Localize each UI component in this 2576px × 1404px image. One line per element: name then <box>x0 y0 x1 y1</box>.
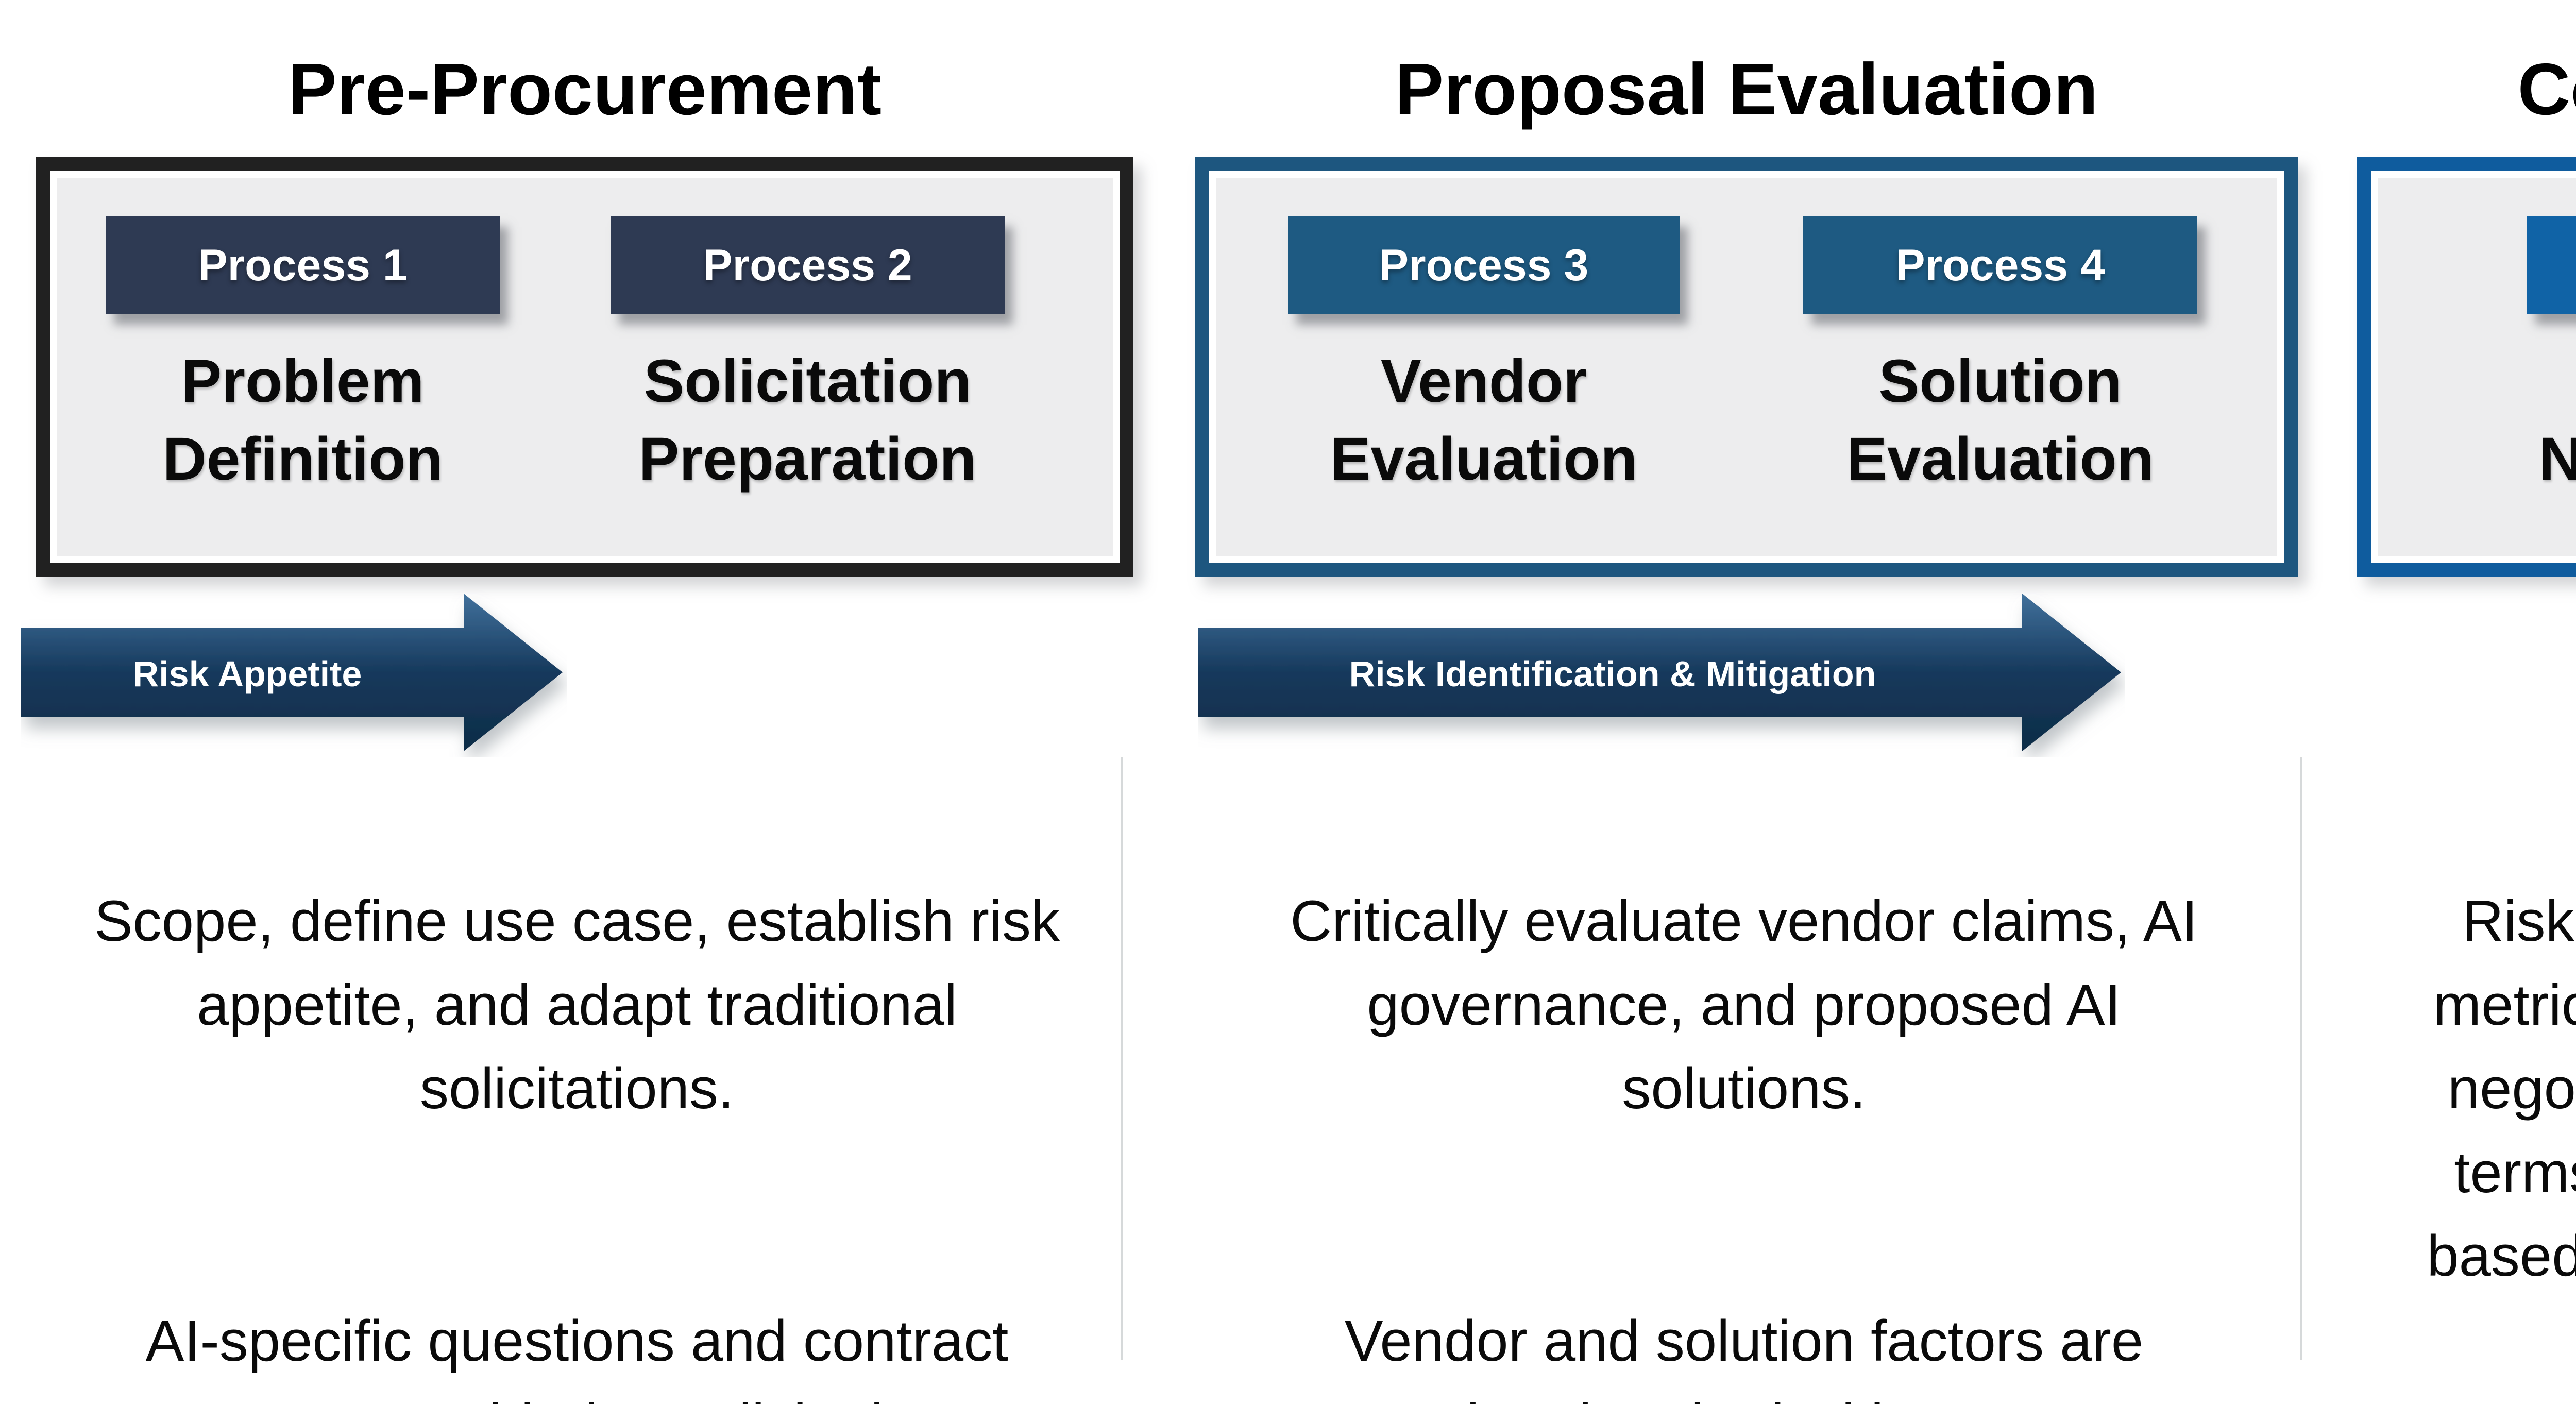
description-paragraph: Vendor and solution factors are assessed… <box>1235 1308 2252 1404</box>
risk-identification-mitigation-arrow: Risk Identification & Mitigation <box>1198 594 2121 751</box>
risk-appetite-arrow-shape <box>21 594 563 751</box>
process-2-label: Solicitation Preparation <box>638 347 977 494</box>
process-3-label: Vendor Evaluation <box>1330 347 1638 494</box>
process-1-badge: Process 1 <box>106 216 500 314</box>
column-divider-2 <box>2300 757 2302 1360</box>
description-paragraph: Risk mitigations and metrics are turned … <box>2427 889 2576 1288</box>
process-4-label: Solution Evaluation <box>1846 347 2154 494</box>
phase-panel-proposal-evaluation <box>1195 157 2298 577</box>
column-divider-1 <box>1121 757 1123 1360</box>
process-3-badge: Process 3 <box>1288 216 1680 314</box>
phase-title-proposal-evaluation: Proposal Evaluation <box>1395 48 2098 130</box>
description-proposal-evaluation: Critically evaluate vendor claims, AI go… <box>1190 796 2298 1404</box>
phase-title-pre-procurement: Pre-Procurement <box>287 48 882 130</box>
description-paragraph: Critically evaluate vendor claims, AI go… <box>1290 889 2198 1121</box>
phase-title-contracting: Contracting <box>2517 48 2576 130</box>
process-5-badge: Process 5 <box>2527 216 2576 314</box>
description-paragraph: Scope, define use case, establish risk a… <box>94 889 1060 1121</box>
risk-identification-mitigation-arrow-shape <box>1198 594 2121 751</box>
description-contracting: Risk mitigations and metrics are turned … <box>2334 796 2576 1404</box>
process-2-badge: Process 2 <box>611 216 1005 314</box>
description-paragraph: AI-specific questions and contract terms… <box>145 1308 1009 1404</box>
risk-appetite-arrow: Risk Appetite <box>21 594 563 751</box>
process-5-label: Contract Negotiations <box>2538 425 2576 494</box>
process-4-badge: Process 4 <box>1803 216 2197 314</box>
risk-appetite-arrow-label: Risk Appetite <box>133 654 362 694</box>
risk-identification-mitigation-arrow-label: Risk Identification & Mitigation <box>1349 654 1876 694</box>
description-pre-procurement: Scope, define use case, establish risk a… <box>23 796 1131 1404</box>
process-1-label: Problem Definition <box>162 347 443 494</box>
